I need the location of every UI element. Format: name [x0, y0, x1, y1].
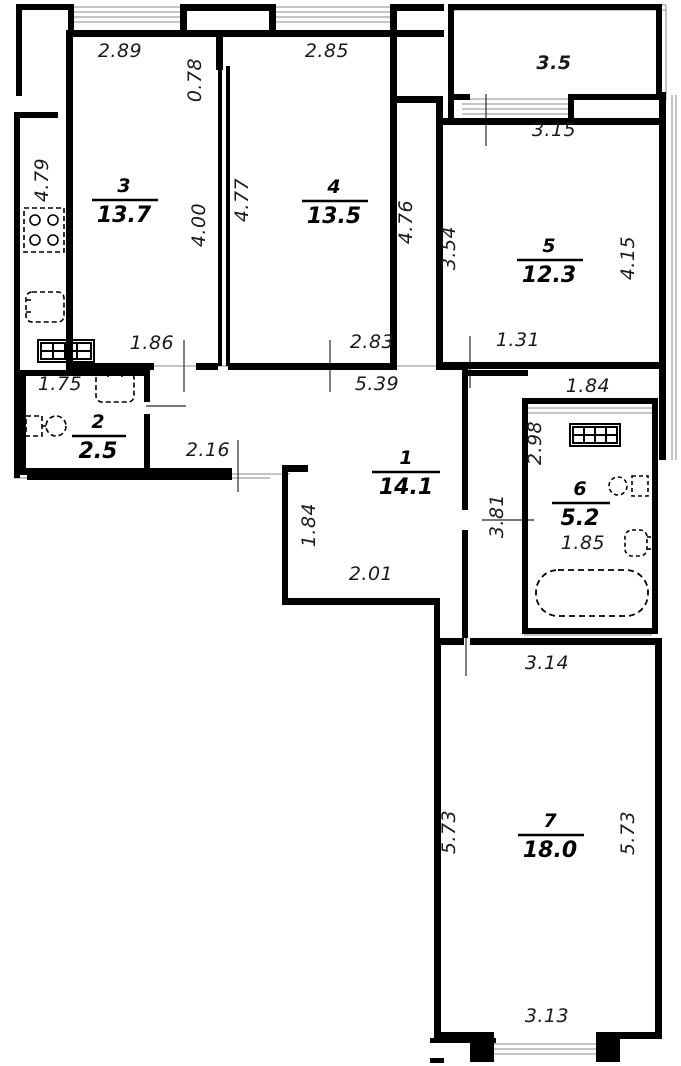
room-label-2: 2 2.5: [72, 411, 126, 464]
dimension-1-85: 1.85: [561, 532, 605, 554]
toilet-fixture-wc: [25, 415, 67, 437]
radiator-fixture-bath: [569, 423, 621, 447]
dimension-2-89: 2.89: [98, 40, 142, 62]
dimension-4-76: 4.76: [395, 200, 417, 244]
dimension-labels: 2.89 0.78 2.85 3.5 3.15 4.79 4.00 4.77 4…: [31, 40, 639, 1027]
washing-machine-fixture: [95, 371, 135, 403]
dimension-0-78: 0.78: [184, 58, 206, 102]
kitchen-sink-fixture: [25, 291, 65, 323]
room-area-3: 13.7: [97, 203, 152, 228]
room-number-6: 6: [573, 478, 586, 500]
dimension-5-39: 5.39: [355, 373, 399, 395]
dimension-2-85: 2.85: [305, 40, 349, 62]
bathtub-fixture: [535, 569, 649, 617]
dimension-3-81: 3.81: [486, 494, 508, 538]
room-area-1: 14.1: [379, 475, 433, 500]
room-label-5: 5 12.3: [517, 235, 583, 288]
room-label-7: 7 18.0: [518, 810, 584, 863]
radiator-fixture-kitchen: [37, 339, 95, 363]
dimension-3-54: 3.54: [438, 226, 460, 270]
dimension-1-84-right: 1.84: [566, 375, 610, 397]
room-area-5: 12.3: [522, 263, 576, 288]
room-number-7: 7: [543, 810, 557, 832]
dimension-4-79: 4.79: [31, 158, 53, 202]
dimension-1-75: 1.75: [38, 373, 82, 395]
room-area-7: 18.0: [523, 838, 577, 863]
room-number-4: 4: [326, 176, 340, 198]
toilet-fixture-bath: [624, 529, 652, 557]
room-area-4: 13.5: [307, 204, 361, 229]
dimension-3-14: 3.14: [525, 652, 569, 674]
dimension-2-98: 2.98: [524, 421, 546, 465]
room-label-1: 1 14.1: [372, 447, 440, 500]
dimension-2-83: 2.83: [350, 331, 394, 353]
dimension-3-13: 3.13: [525, 1005, 569, 1027]
dimension-1-86: 1.86: [130, 332, 174, 354]
stove-burners-icon: [29, 214, 59, 246]
room-number-3: 3: [117, 175, 130, 197]
room-area-6: 5.2: [561, 506, 600, 531]
dimension-1-84-left: 1.84: [298, 503, 320, 547]
room-number-5: 5: [542, 235, 555, 257]
dimension-5-73-right: 5.73: [617, 811, 639, 855]
dimension-4-15: 4.15: [617, 236, 639, 280]
room-label-4: 4 13.5: [302, 176, 368, 229]
structural-walls: [14, 4, 666, 1063]
stove-fixture: [23, 207, 65, 253]
dimension-3-15: 3.15: [532, 119, 576, 141]
room-label-6: 6 5.2: [552, 478, 610, 531]
dimension-2-16: 2.16: [186, 439, 230, 461]
room-number-1: 1: [399, 447, 412, 469]
dimension-4-77: 4.77: [231, 178, 253, 222]
room-area-2: 2.5: [79, 439, 118, 464]
dimension-4-00: 4.00: [188, 203, 210, 247]
dimension-5-73-left: 5.73: [438, 810, 460, 854]
dimension-3-5: 3.5: [536, 52, 571, 74]
dimension-2-01: 2.01: [349, 563, 393, 585]
dimension-1-31: 1.31: [496, 329, 540, 351]
room-number-2: 2: [91, 411, 104, 433]
room-labels: 1 14.1 2 2.5 3 13.7 4 13.5 5: [72, 175, 610, 863]
room-label-3: 3 13.7: [92, 175, 158, 228]
sink-fixture-bath: [608, 475, 649, 497]
